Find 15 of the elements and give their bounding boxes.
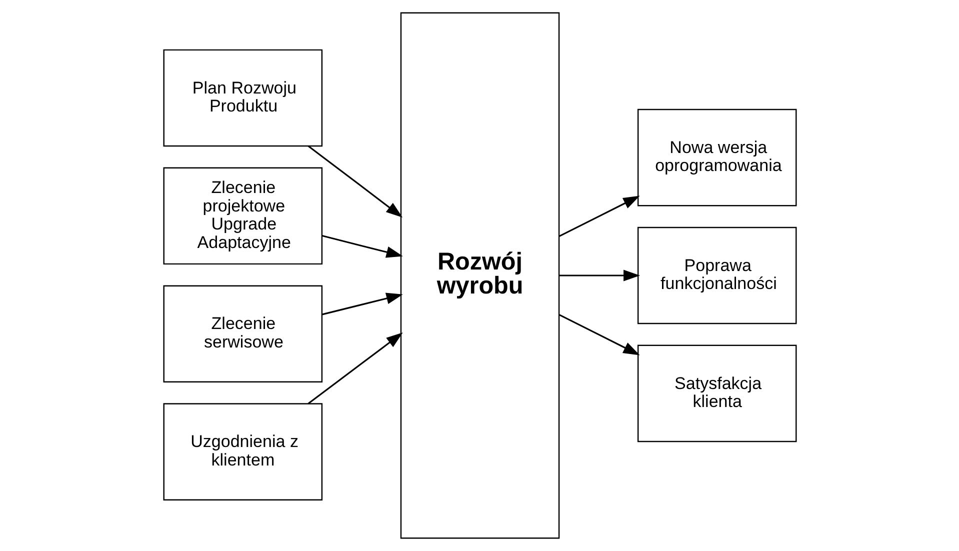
node-box: Zlecenie projektowe Upgrade Adaptacyjne: [162, 167, 322, 265]
arrow: [322, 235, 402, 258]
node-box: Plan Rozwoju Produktu: [162, 49, 322, 147]
arrow: [558, 314, 640, 356]
node-box: Rozwój wyrobu: [400, 12, 560, 539]
arrow: [558, 196, 640, 237]
node-box: Zlecenie serwisowe: [162, 285, 322, 382]
node-box: Satysfakcja klienta: [636, 344, 796, 442]
arrow: [307, 332, 402, 404]
arrow: [322, 292, 402, 316]
node-box: Nowa wersja oprogramowania: [636, 108, 796, 206]
node-box: Poprawa funkcjonalności: [636, 226, 796, 324]
arrow: [307, 145, 402, 218]
arrow: [558, 270, 640, 282]
node-box: Uzgodnienia z klientem: [162, 403, 322, 500]
